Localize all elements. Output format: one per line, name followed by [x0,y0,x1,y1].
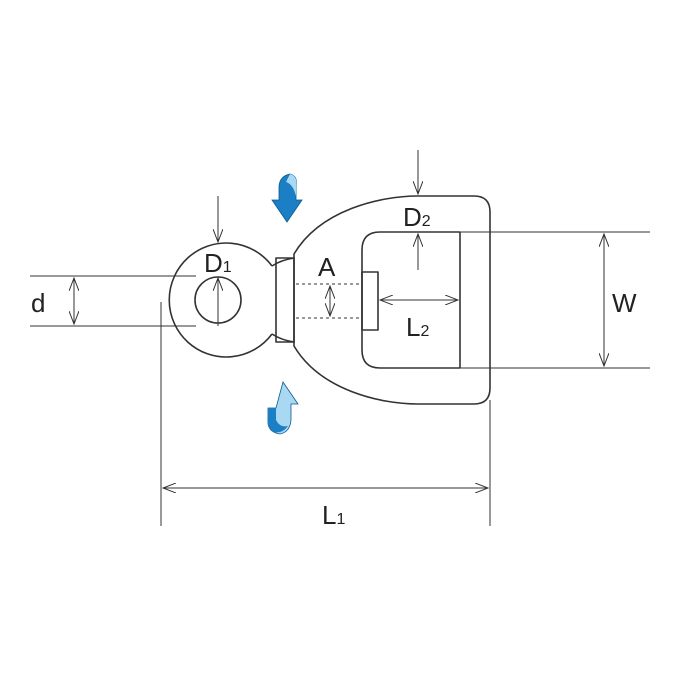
dimension-lines [30,150,650,526]
rotate-down-arrow-icon [271,173,303,223]
shackle-body [293,195,491,405]
swivel-part-outline [168,195,491,405]
rotate-up-arrow-icon [267,381,299,435]
label-d2: D2 [403,202,431,232]
label-l2: L2 [406,312,429,342]
label-l1: L1 [322,500,345,530]
label-w: W [612,288,637,318]
label-d: d [31,288,45,318]
pin-head [361,271,379,331]
neck [275,257,295,343]
label-d1: D1 [204,248,232,278]
eye-ring [168,242,273,358]
dimension-labels: d D1 D2 A L2 W L1 [31,202,637,530]
label-a: A [318,252,336,282]
